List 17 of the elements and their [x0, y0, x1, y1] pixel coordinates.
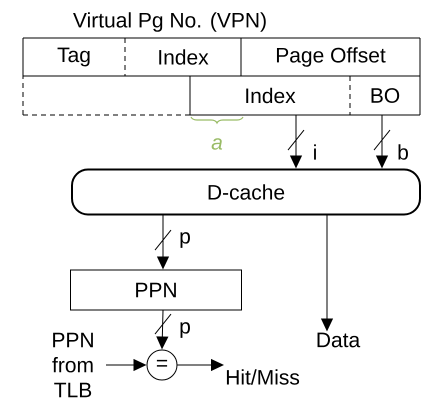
input-label: PPN from TLB [52, 332, 93, 398]
edge-label: i [314, 144, 316, 160]
register-field: Tag [22, 38, 126, 76]
brace-label: a [212, 138, 222, 150]
cache-block: D-cache [71, 168, 421, 216]
ppn-box: PPN [70, 270, 242, 310]
register-field: Page Offset [240, 38, 420, 76]
register-field: Index [124, 38, 242, 76]
heading: Virtual Pg No. (VPN) [73, 12, 266, 32]
edge-label: b [398, 144, 408, 160]
register-field: Index [190, 76, 350, 116]
dashed-field [22, 76, 190, 116]
edge-label: p [180, 322, 190, 338]
output-label: Data [318, 332, 360, 348]
register-field: BO [350, 76, 420, 116]
output-label: Hit/Miss [226, 369, 300, 385]
edge-label: p [180, 232, 190, 248]
